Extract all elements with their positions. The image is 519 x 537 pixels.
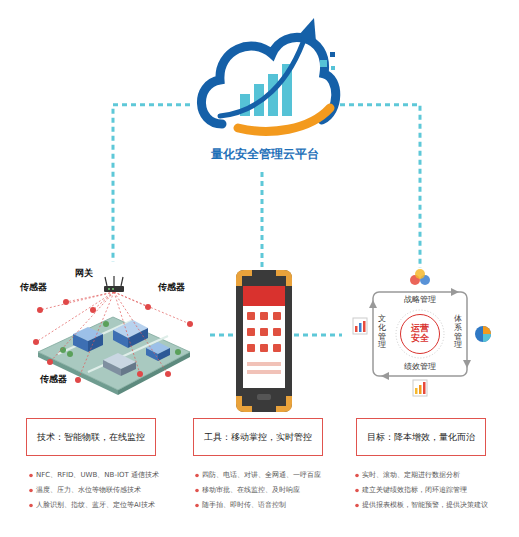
iot-factory-illustration: [33, 276, 193, 395]
feature-title: 技术：智能物联，在线监控: [37, 432, 145, 442]
bullet-text: 提供报表模板，智能预警，提供决策建议: [362, 501, 488, 509]
dashed-connector: [340, 105, 420, 268]
bullet-text: 建立关键绩效指标，闭环追踪管理: [362, 486, 467, 494]
sensor-label: 传感器: [20, 282, 47, 293]
feature-title: 目标：降本增效，量化而治: [367, 432, 475, 442]
cycle-label: 战略管理: [404, 295, 436, 305]
bullet-text: 四防、电话、对讲、全网通、一呼百应: [202, 471, 321, 479]
sensor-label: 传感器: [40, 374, 67, 385]
dashed-connector: [113, 105, 190, 262]
mobile-phone: [236, 270, 292, 412]
bullet-text: 随手拍、即时传、语音控制: [202, 501, 286, 509]
feature-box: 技术：智能物联，在线监控: [26, 418, 156, 456]
bullet-text: 实时、滚动、定期进行数据分析: [362, 471, 460, 479]
core-label: 运营安全: [411, 324, 429, 344]
cycle-label: 体系管理: [454, 315, 462, 350]
platform-cloud: 量化安全管理云平台: [190, 12, 340, 172]
bullet-text: 移动审批、在线监控、及时响应: [202, 486, 300, 494]
core-circle: 运营安全: [400, 314, 440, 354]
feature-box: 工具：移动掌控，实时管控: [193, 418, 323, 456]
iot-illustration: 网关传感器传感器传感器: [18, 262, 208, 412]
management-cycle-figure: [353, 269, 491, 396]
sensor-label: 传感器: [158, 282, 185, 293]
bullet-text: 人脸识别、指纹、蓝牙、定位等AI技术: [36, 501, 155, 509]
cloud-logo: [201, 18, 335, 131]
gateway-label: 网关: [75, 268, 93, 279]
bullet-text: 温度、压力、水位等物联传感技术: [36, 486, 141, 494]
feature-title: 工具：移动掌控，实时管控: [204, 432, 312, 442]
bullet-text: NFC、RFID、UWB、NB-IOT 通信技术: [36, 471, 159, 479]
cycle-label: 绩效管理: [404, 362, 436, 372]
feature-box: 目标：降本增效，量化而治: [356, 418, 486, 456]
cycle-label: 文化管理: [378, 315, 386, 350]
management-cycle: 战略管理体系管理绩效管理 文化管理 运营安全: [345, 268, 495, 404]
platform-title: 量化安全管理云平台: [211, 148, 319, 162]
